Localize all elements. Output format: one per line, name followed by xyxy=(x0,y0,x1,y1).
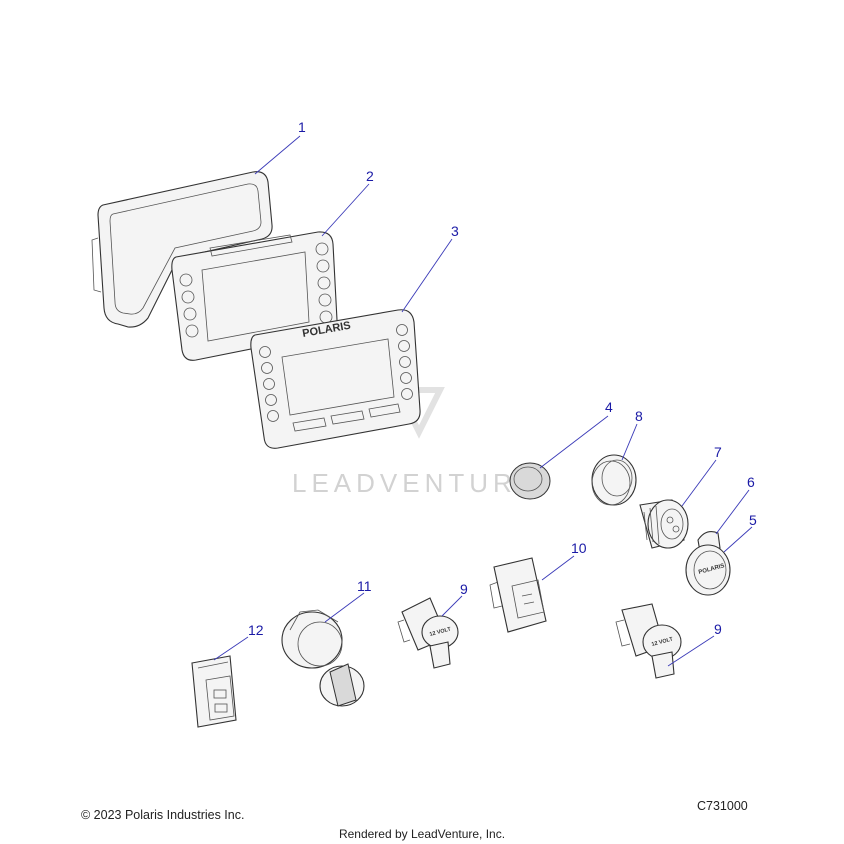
leader-lines xyxy=(213,135,753,667)
callout-9b[interactable]: 9 xyxy=(714,621,722,637)
watermark-text: LEADVENTURE xyxy=(292,468,539,498)
part-9-power-outlet-b[interactable]: 12 VOLT xyxy=(615,603,682,679)
callout-numbers: 1 2 3 4 5 6 7 8 9 9 10 11 12 xyxy=(248,119,757,638)
copyright-notice: © 2023 Polaris Industries Inc. xyxy=(81,808,245,822)
diagram-code: C731000 xyxy=(697,799,748,813)
callout-8[interactable]: 8 xyxy=(635,408,643,424)
part-7-socket-body[interactable] xyxy=(639,499,689,549)
part-10-rocker-switch[interactable] xyxy=(489,557,547,633)
callout-9a[interactable]: 9 xyxy=(460,581,468,597)
part-9-power-outlet-a[interactable]: 12 VOLT xyxy=(397,597,459,669)
callout-7[interactable]: 7 xyxy=(714,444,722,460)
callout-2[interactable]: 2 xyxy=(366,168,374,184)
callout-5[interactable]: 5 xyxy=(749,512,757,528)
part-8-ring-nut[interactable] xyxy=(591,454,637,506)
callout-3[interactable]: 3 xyxy=(451,223,459,239)
outlet-b-label: 12 VOLT xyxy=(651,636,674,648)
part-11-rotary-switch[interactable] xyxy=(281,609,365,707)
callout-4[interactable]: 4 xyxy=(605,399,613,415)
callout-12[interactable]: 12 xyxy=(248,622,264,638)
outlet-a-label: 12 VOLT xyxy=(429,626,452,638)
callout-10[interactable]: 10 xyxy=(571,540,587,556)
callout-6[interactable]: 6 xyxy=(747,474,755,490)
part-4-round-plug[interactable] xyxy=(509,462,551,500)
part-1-bezel-frame[interactable] xyxy=(91,171,273,328)
rendered-by-credit: Rendered by LeadVenture, Inc. xyxy=(338,827,506,841)
callout-1[interactable]: 1 xyxy=(298,119,306,135)
callout-11[interactable]: 11 xyxy=(357,578,372,594)
part-12-switch[interactable] xyxy=(191,655,237,728)
part-3-front-bezel[interactable]: POLARIS xyxy=(250,309,421,449)
part-5-socket-cover[interactable]: POLARIS xyxy=(685,544,731,596)
